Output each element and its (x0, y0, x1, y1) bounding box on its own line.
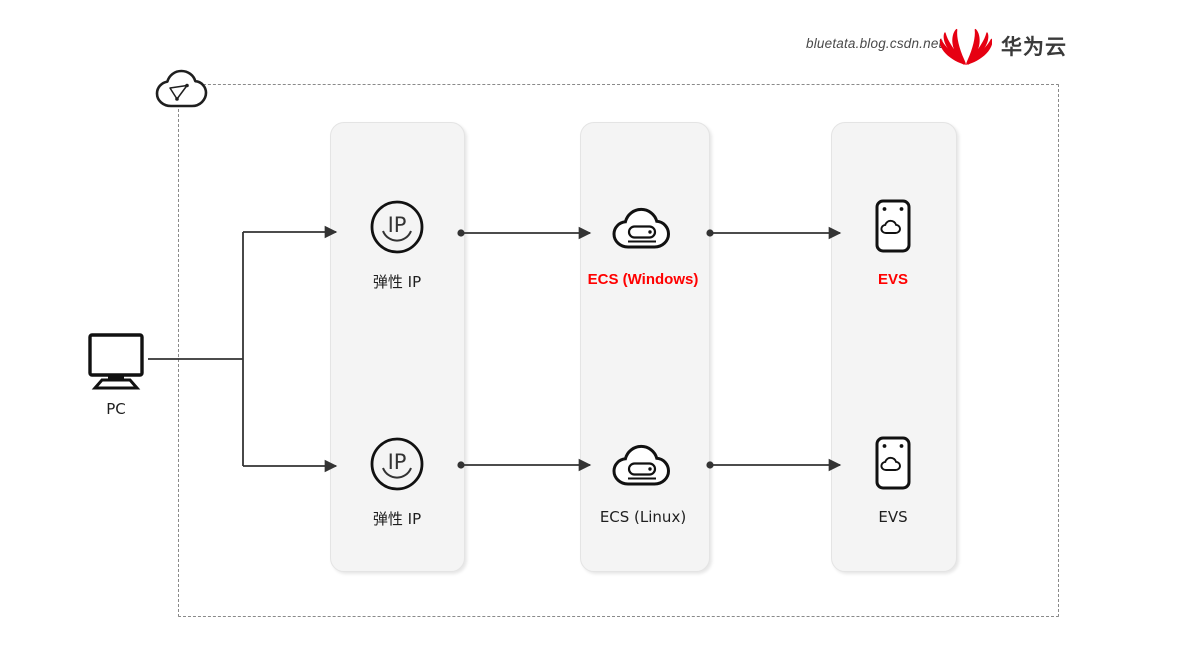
huawei-petals-logo (940, 28, 992, 66)
watermark-text: bluetata.blog.csdn.net (806, 36, 943, 51)
node-evs-top: EVS (818, 196, 968, 288)
elastic-ip-icon: IP (322, 433, 472, 495)
evs-disk-icon (818, 433, 968, 495)
client-pc-label: PC (106, 400, 126, 418)
client-pc-node: PC (56, 330, 176, 418)
svg-text:IP: IP (388, 450, 407, 474)
ecs-cloud-server-icon (568, 433, 718, 495)
node-elastic-ip-top: IP 弹性 IP (322, 196, 472, 292)
evs-disk-icon (818, 196, 968, 258)
node-elastic-ip-bottom: IP 弹性 IP (322, 433, 472, 529)
node-label: 弹性 IP (372, 510, 422, 528)
node-ecs-linux: ECS (Linux) (568, 433, 718, 526)
node-label: ECS (Linux) (599, 508, 687, 526)
node-label: ECS (Windows) (587, 271, 699, 288)
ecs-column-panel (580, 122, 710, 572)
ecs-cloud-server-icon (568, 196, 718, 258)
node-label: EVS (878, 508, 908, 526)
cloud-arrow-icon (155, 69, 208, 108)
cloud-region-boundary (178, 84, 1059, 617)
evs-column-panel (831, 122, 957, 572)
svg-text:IP: IP (388, 213, 407, 237)
node-ecs-windows: ECS (Windows) (568, 196, 718, 288)
node-evs-bottom: EVS (818, 433, 968, 526)
brand-name-text: 华为云 (1001, 35, 1067, 59)
huawei-cloud-brand: 华为云 (940, 26, 1067, 66)
desktop-computer-icon (56, 330, 176, 392)
elastic-ip-column-panel (330, 122, 465, 572)
node-label: 弹性 IP (372, 273, 422, 291)
elastic-ip-icon: IP (322, 196, 472, 258)
node-label: EVS (877, 271, 908, 288)
